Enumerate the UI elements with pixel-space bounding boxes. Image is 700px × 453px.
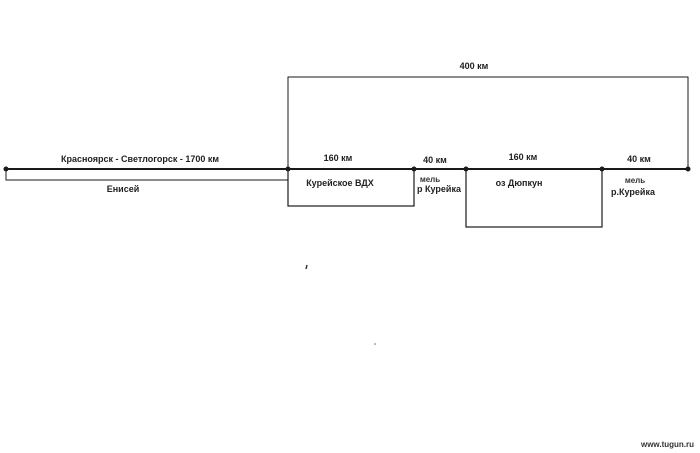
shallow-1-label-line1: мель bbox=[420, 175, 440, 184]
main-route-label: Красноярск - Светлогорск - 1700 км bbox=[61, 154, 219, 164]
dyupkun-label: оз Дюпкун bbox=[496, 178, 543, 188]
yenisei-label: Енисей bbox=[107, 184, 140, 194]
stray-mark-2 bbox=[374, 343, 376, 345]
segment-3-distance: 160 км bbox=[509, 152, 538, 162]
segment-2-distance: 40 км bbox=[423, 155, 447, 165]
kureyskoe-box bbox=[287, 168, 415, 207]
span-400-label: 400 км bbox=[460, 61, 489, 71]
shallow-2-label-line2: р.Курейка bbox=[611, 187, 656, 197]
node-end bbox=[685, 166, 691, 172]
kureyskoe-label: Курейское ВДХ bbox=[306, 178, 374, 188]
segment-1-distance: 160 км bbox=[324, 153, 353, 163]
shallow-2-label-line1: мель bbox=[625, 176, 645, 185]
stray-mark-1 bbox=[305, 264, 308, 270]
watermark: www.tugun.ru bbox=[640, 440, 694, 449]
span-400-bracket bbox=[287, 76, 689, 169]
shallow-1-label-line2: р Курейка bbox=[417, 184, 462, 194]
dyupkun-box bbox=[465, 168, 603, 228]
segment-4-distance: 40 км bbox=[627, 154, 651, 164]
yenisei-box bbox=[5, 168, 289, 181]
